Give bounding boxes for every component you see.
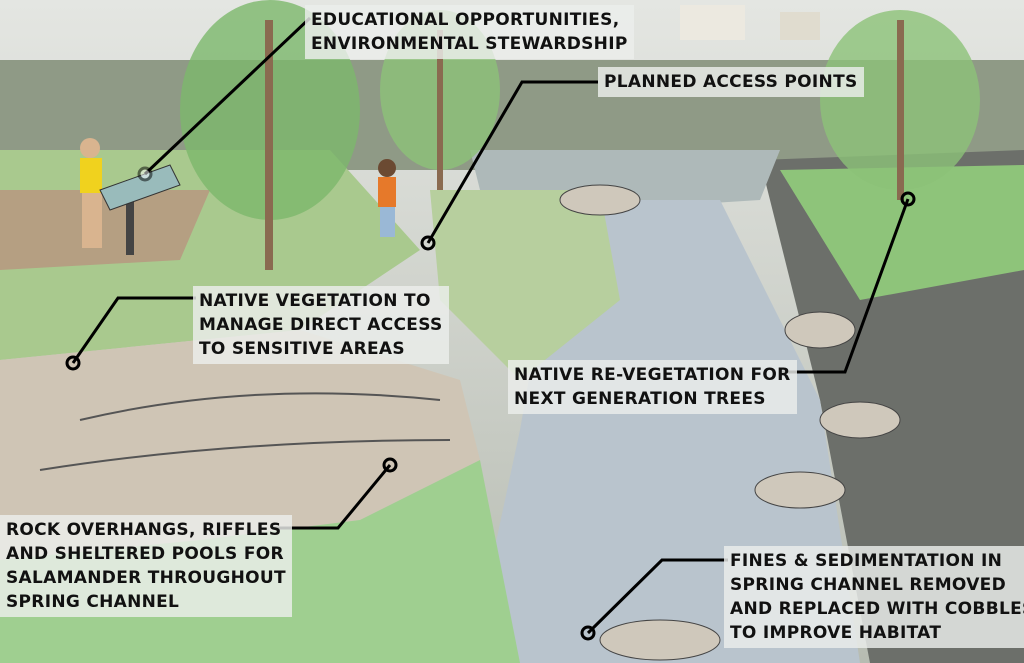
callout-line: AND REPLACED WITH COBBLES [730, 599, 1024, 619]
callout-fines-sedimentation: FINES & SEDIMENTATION IN SPRING CHANNEL … [724, 546, 1024, 648]
callout-line: SPRING CHANNEL REMOVED [730, 575, 1006, 595]
callout-line: NATIVE RE-VEGETATION FOR [514, 365, 791, 385]
callout-rock-overhangs: ROCK OVERHANGS, RIFFLES AND SHELTERED PO… [0, 515, 292, 617]
callout-line: MANAGE DIRECT ACCESS [199, 315, 443, 335]
callout-line: PLANNED ACCESS POINTS [604, 72, 858, 92]
callout-native-vegetation: NATIVE VEGETATION TO MANAGE DIRECT ACCES… [193, 286, 449, 364]
callout-line: TO IMPROVE HABITAT [730, 623, 942, 643]
callout-line: AND SHELTERED POOLS FOR [6, 544, 284, 564]
callout-planned-access-points: PLANNED ACCESS POINTS [598, 67, 864, 97]
callout-line: TO SENSITIVE AREAS [199, 339, 405, 359]
callout-line: NATIVE VEGETATION TO [199, 291, 431, 311]
house [680, 5, 745, 40]
callout-line: SPRING CHANNEL [6, 592, 180, 612]
callout-line: NEXT GENERATION TREES [514, 389, 766, 409]
leader-lines [65, 16, 916, 641]
callout-line: FINES & SEDIMENTATION IN [730, 551, 1003, 571]
callout-line: ROCK OVERHANGS, RIFFLES [6, 520, 282, 540]
callout-line: ENVIRONMENTAL STEWARDSHIP [311, 34, 628, 54]
child-figure-2 [378, 159, 396, 237]
callout-native-revegetation: NATIVE RE-VEGETATION FOR NEXT GENERATION… [508, 360, 797, 414]
callout-line: EDUCATIONAL OPPORTUNITIES, [311, 10, 620, 30]
callout-educational-opportunities: EDUCATIONAL OPPORTUNITIES, ENVIRONMENTAL… [305, 5, 634, 59]
child-figure [80, 138, 102, 248]
callout-line: SALAMANDER THROUGHOUT [6, 568, 286, 588]
